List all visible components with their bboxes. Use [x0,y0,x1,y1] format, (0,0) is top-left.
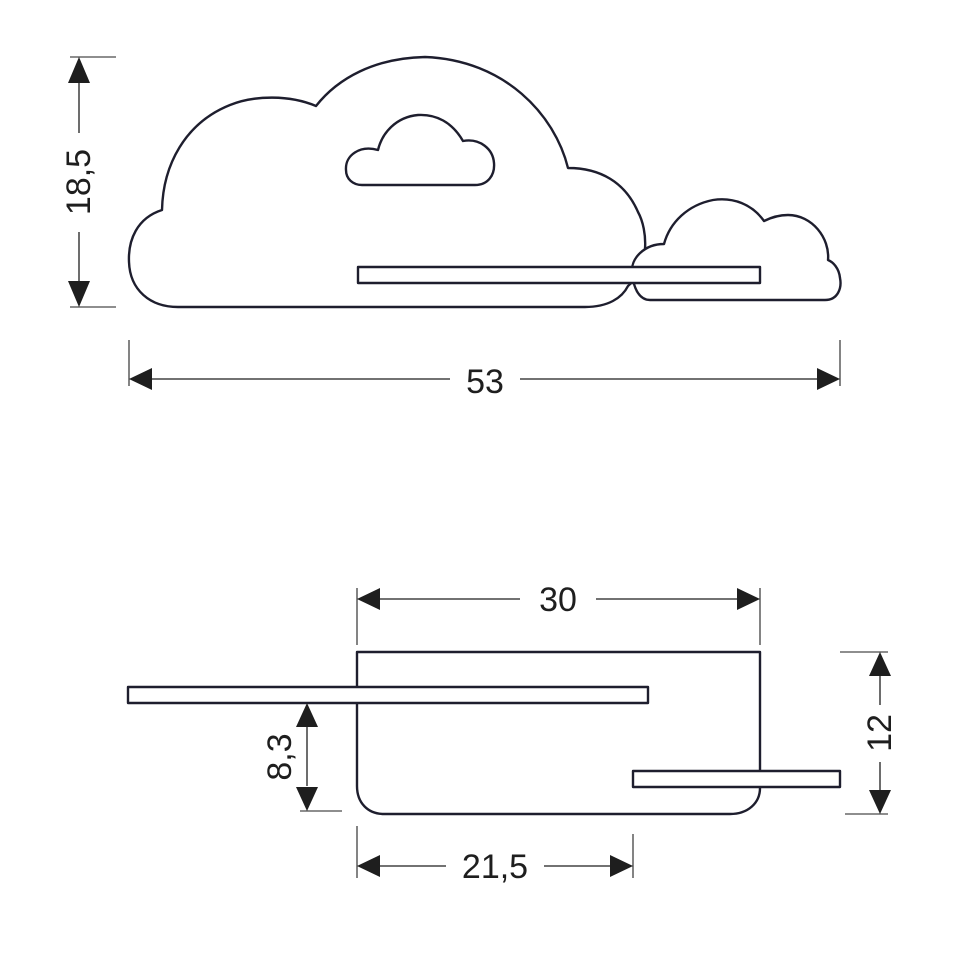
shelf-offset-label: 8,3 [261,733,299,780]
arrow-right-icon [737,588,760,610]
cloud-cutout [344,113,496,187]
arrow-up-icon [869,652,891,676]
arrow-right-icon [610,855,633,877]
arrow-left-icon [357,855,380,877]
arrow-left-icon [129,368,152,390]
width-label: 53 [466,363,504,401]
top-body [355,650,762,816]
height-dimension: 18,5 [60,56,116,308]
total-depth-dimension: 12 [840,651,899,815]
height-label: 18,5 [60,149,98,215]
arrow-right-icon [817,368,840,390]
width-dimension: 53 [128,340,841,401]
depth-label: 30 [539,581,577,619]
small-cloud-outline [630,198,842,302]
shelf-depth-dimension: 21,5 [356,826,634,886]
arrow-left-icon [357,588,380,610]
arrow-up-icon [296,703,318,727]
shelf-offset-dimension: 8,3 [261,703,342,812]
front-shelf [356,265,762,285]
arrow-down-icon [68,281,90,307]
front-view: 18,5 53 [60,55,842,401]
total-depth-label: 12 [861,714,899,752]
depth-dimension: 30 [356,581,761,645]
arrow-up-icon [68,57,90,83]
shelf-depth-label: 21,5 [462,848,528,886]
arrow-down-icon [869,790,891,814]
top-shelf-lower [631,769,842,789]
top-shelf-upper [126,685,650,705]
arrow-down-icon [296,787,318,811]
top-view: 30 12 8,3 21,5 [126,581,899,886]
